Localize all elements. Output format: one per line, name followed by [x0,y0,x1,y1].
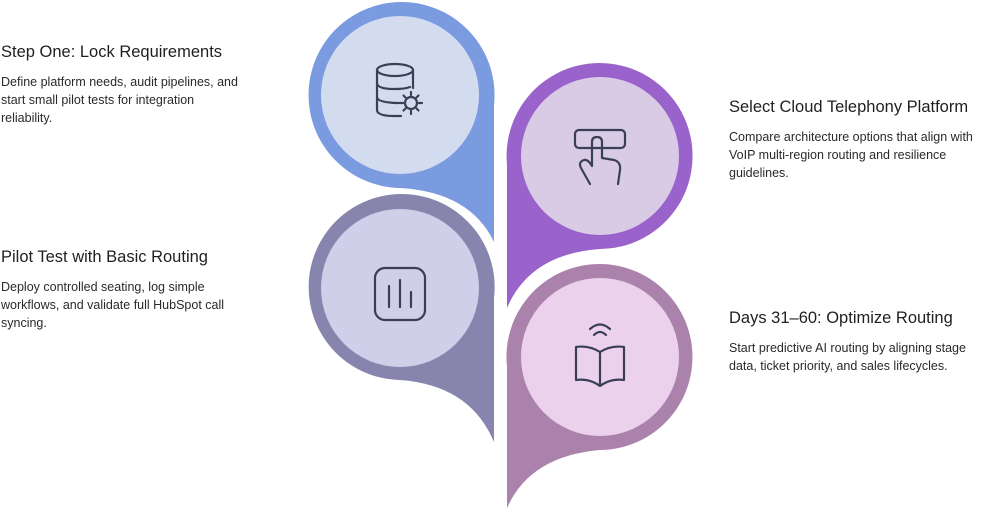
step-1-description: Define platform needs, audit pipelines, … [1,75,238,125]
bar-chart-icon [373,266,427,322]
step-4-title: Days 31–60: Optimize Routing [729,309,953,327]
open-book-icon [574,323,626,388]
step-3-description: Deploy controlled seating, log simple wo… [1,280,225,330]
step-1-circle [321,16,479,174]
step-1-title: Step One: Lock Requirements [1,43,223,61]
step-4-marker [506,264,693,508]
step-2-circle [521,77,679,235]
step-3-marker [308,194,495,442]
step-3-text: Pilot Test with Basic Routing Deploy con… [1,245,246,332]
step-2-description: Compare architecture options that align … [729,130,973,180]
step-4-text: Days 31–60: Optimize Routing Start predi… [729,306,974,375]
step-4-description: Start predictive AI routing by aligning … [729,341,966,373]
step-3-title: Pilot Test with Basic Routing [1,248,208,266]
step-2-text: Select Cloud Telephony Platform Compare … [729,95,974,182]
step-1-marker [308,2,495,242]
touch-screen-icon [573,128,627,186]
step-1-text: Step One: Lock Requirements Define platf… [1,40,246,127]
step-2-marker [506,63,693,309]
step-2-title: Select Cloud Telephony Platform [729,98,969,116]
database-gear-icon [375,62,424,118]
